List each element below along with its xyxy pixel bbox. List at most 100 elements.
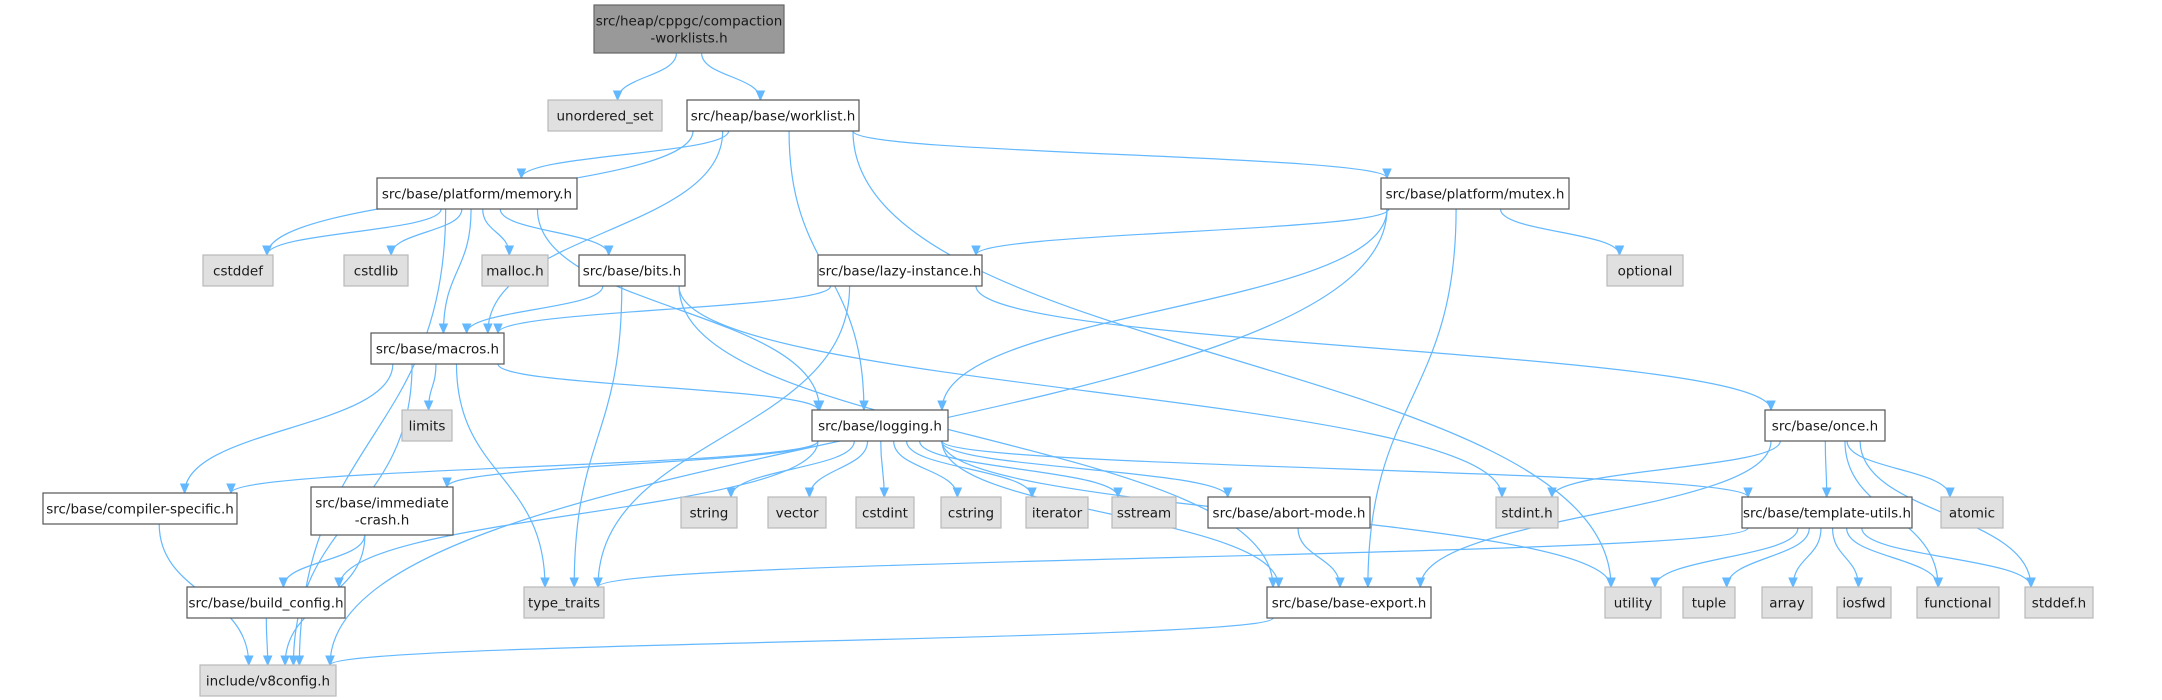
dependency-edge-memory-to-cstdlib xyxy=(386,208,463,257)
arrowhead xyxy=(1614,245,1625,257)
arrowhead xyxy=(593,577,603,589)
node-buildconfig[interactable]: src/base/build_config.h xyxy=(186,586,346,619)
node-unordered_set: unordered_set xyxy=(547,99,663,132)
node-label: src/base/compiler-specific.h xyxy=(46,502,234,518)
node-box xyxy=(1761,586,1813,619)
arrowhead xyxy=(540,577,550,589)
arrowhead xyxy=(294,655,305,667)
arrowhead xyxy=(1273,577,1284,589)
node-label: cstddef xyxy=(213,264,264,280)
node-array: array xyxy=(1761,586,1813,619)
arrowhead xyxy=(726,487,736,499)
arrowhead xyxy=(244,655,254,667)
node-label: -crash.h xyxy=(355,513,410,529)
arrowhead xyxy=(1497,487,1507,499)
node-root[interactable]: src/heap/cppgc/compaction-worklists.h xyxy=(593,4,785,54)
node-label: sstream xyxy=(1117,506,1171,522)
dependency-edge-templateutils-to-tuple xyxy=(1721,527,1810,589)
dependency-edge-memory-to-macros xyxy=(438,208,472,335)
dependency-edge-mutex-to-optional xyxy=(1499,208,1625,257)
node-compiler[interactable]: src/base/compiler-specific.h xyxy=(42,492,238,525)
dependency-edge-templateutils-to-typetraits xyxy=(593,527,1749,589)
dependency-edge-logging-to-templateutils xyxy=(941,440,1753,499)
node-cstddef: cstddef xyxy=(202,254,274,287)
dependency-edge-buildconfig-to-v8config xyxy=(262,617,273,667)
node-utility: utility xyxy=(1604,586,1662,619)
dependency-edge-templateutils-to-iosfwd xyxy=(1831,527,1864,589)
dependency-edge-memory-to-cstddef xyxy=(262,208,442,257)
node-label: src/heap/cppgc/compaction xyxy=(596,14,783,30)
dependency-edge-templateutils-to-utility xyxy=(1650,527,1799,589)
node-label: stddef.h xyxy=(2032,596,2086,612)
node-label: src/base/logging.h xyxy=(818,419,942,435)
node-box xyxy=(1916,586,2000,619)
arrowhead xyxy=(1547,487,1557,499)
node-mutex[interactable]: src/base/platform/mutex.h xyxy=(1380,177,1570,210)
dependency-edge-macros-to-logging xyxy=(497,363,823,412)
node-label: iosfwd xyxy=(1842,596,1885,612)
arrowhead xyxy=(1766,400,1776,412)
node-label: src/base/abort-mode.h xyxy=(1213,506,1366,522)
node-once[interactable]: src/base/once.h xyxy=(1764,409,1886,442)
node-worklist[interactable]: src/heap/base/worklist.h xyxy=(686,99,860,132)
arrowhead xyxy=(262,245,272,257)
node-memory[interactable]: src/base/platform/memory.h xyxy=(376,177,578,210)
dependency-edge-templateutils-to-stddef xyxy=(1861,527,2036,589)
node-label: cstring xyxy=(948,506,994,522)
arrowhead xyxy=(334,577,344,589)
dependency-edge-bits-to-stdint xyxy=(678,285,1507,499)
node-box xyxy=(199,664,337,697)
node-box xyxy=(343,254,409,287)
arrowhead xyxy=(325,655,335,667)
dependency-edge-worklist-to-memory xyxy=(516,130,730,180)
arrowhead xyxy=(1415,577,1426,589)
node-iterator: iterator xyxy=(1025,496,1089,529)
node-templateutils[interactable]: src/base/template-utils.h xyxy=(1741,496,1913,529)
node-immediate[interactable]: src/base/immediate-crash.h xyxy=(310,486,454,536)
arrowhead xyxy=(1606,577,1616,589)
arrowhead xyxy=(971,245,981,257)
dependency-edge-logging-to-cstdint xyxy=(879,440,890,499)
arrowhead xyxy=(1650,577,1660,589)
node-iosfwd: iosfwd xyxy=(1836,586,1892,619)
node-box xyxy=(593,4,785,54)
dependency-edge-logging-to-buildconfig xyxy=(334,440,819,589)
arrowhead xyxy=(438,323,449,335)
node-box xyxy=(1495,496,1559,529)
node-bits[interactable]: src/base/bits.h xyxy=(578,254,686,287)
arrowhead xyxy=(1113,487,1123,499)
node-lazy[interactable]: src/base/lazy-instance.h xyxy=(817,254,983,287)
node-layer: src/heap/cppgc/compaction-worklists.h uno… xyxy=(42,4,2094,697)
node-label: src/base/template-utils.h xyxy=(1743,506,1911,522)
node-label: string xyxy=(690,506,729,522)
dependency-edge-mutex-to-baseexport xyxy=(1363,208,1457,589)
dependency-edge-macros-to-compiler xyxy=(179,363,394,495)
node-macros[interactable]: src/base/macros.h xyxy=(370,332,505,365)
dependency-edge-logging-to-baseexport xyxy=(941,440,1284,589)
node-label: vector xyxy=(776,506,819,522)
arrowhead xyxy=(603,245,614,257)
dependency-edge-macros-to-limits xyxy=(423,363,437,412)
node-baseexport[interactable]: src/base/base-export.h xyxy=(1266,586,1432,619)
node-label: limits xyxy=(409,419,446,435)
node-logging[interactable]: src/base/logging.h xyxy=(811,409,949,442)
node-cstring: cstring xyxy=(940,496,1002,529)
node-box xyxy=(370,332,505,365)
dependency-edge-bits-to-macros xyxy=(461,285,604,335)
dependency-edge-bits-to-baseexport xyxy=(678,285,1278,589)
dependency-edge-mutex-to-lazy xyxy=(971,208,1390,257)
node-typetraits: type_traits xyxy=(523,586,605,619)
node-cstdlib: cstdlib xyxy=(343,254,409,287)
node-box xyxy=(1940,496,2004,529)
node-abortmode[interactable]: src/base/abort-mode.h xyxy=(1207,496,1371,529)
arrowhead xyxy=(504,245,515,257)
arrowhead xyxy=(1788,577,1798,589)
node-label: cstdint xyxy=(862,506,908,522)
node-label: utility xyxy=(1614,596,1652,612)
arrowhead xyxy=(423,400,434,412)
node-malloc: malloc.h xyxy=(481,254,549,287)
arrowhead xyxy=(262,655,273,667)
dependency-edge-lazy-to-once xyxy=(975,285,1776,412)
node-box xyxy=(680,496,738,529)
